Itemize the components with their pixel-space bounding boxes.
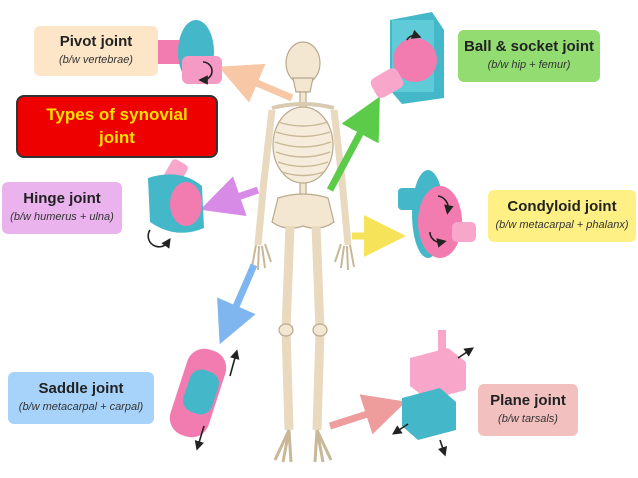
label-name: Ball & socket joint — [463, 38, 595, 55]
label-detail: (b/w metacarpal + phalanx) — [495, 219, 629, 231]
hinge-joint-illustration — [147, 159, 204, 249]
label-plane-joint: Plane joint (b/w tarsals) — [478, 384, 578, 436]
ball-socket-joint-illustration — [370, 12, 444, 104]
label-name: Saddle joint — [38, 380, 124, 397]
label-name: Pivot joint — [59, 33, 133, 50]
label-name: Condyloid joint — [507, 198, 617, 215]
skeleton-figure — [251, 41, 355, 463]
label-detail: (b/w hip + femur) — [487, 59, 571, 71]
label-hinge-joint: Hinge joint (b/w humerus + ulna) — [2, 182, 122, 234]
diagram-title: Types of synovial joint — [16, 95, 218, 158]
label-name: Plane joint — [490, 392, 566, 409]
label-condyloid-joint: Condyloid joint (b/w metacarpal + phalan… — [488, 190, 636, 242]
condyloid-joint-illustration — [398, 170, 476, 258]
label-detail: (b/w tarsals) — [498, 413, 558, 425]
label-ball-socket-joint: Ball & socket joint (b/w hip + femur) — [458, 30, 600, 82]
pointer-arrows — [200, 63, 406, 435]
saddle-joint-illustration — [169, 348, 240, 451]
label-saddle-joint: Saddle joint (b/w metacarpal + carpal) — [8, 372, 154, 424]
label-detail: (b/w metacarpal + carpal) — [18, 401, 144, 413]
label-name: Hinge joint — [23, 190, 101, 207]
plane-joint-illustration — [392, 330, 474, 457]
label-pivot-joint: Pivot joint (b/w vertebrae) — [34, 26, 158, 76]
pivot-joint-illustration — [150, 20, 222, 85]
label-detail: (b/w vertebrae) — [59, 54, 133, 66]
label-detail: (b/w humerus + ulna) — [10, 211, 114, 223]
